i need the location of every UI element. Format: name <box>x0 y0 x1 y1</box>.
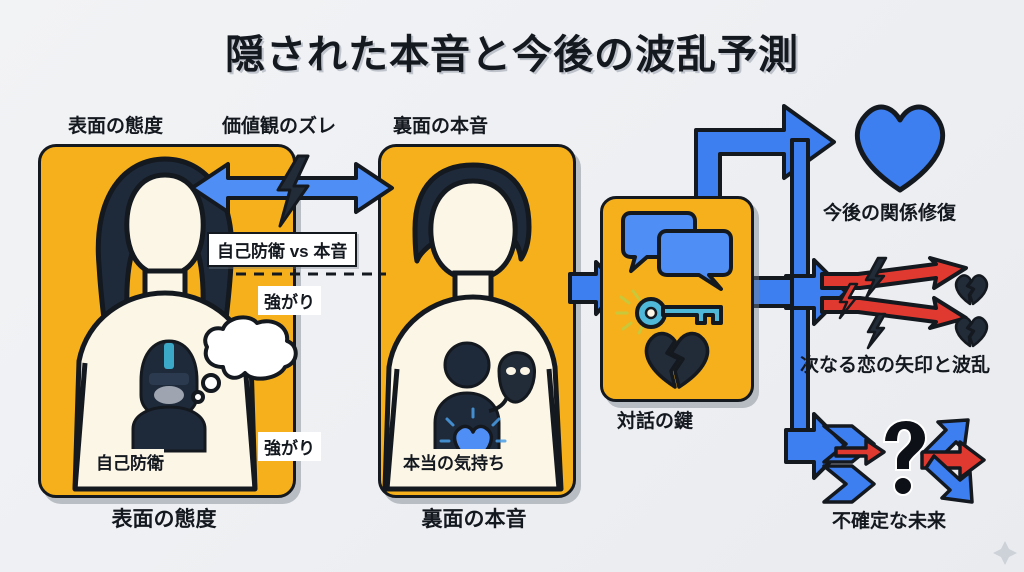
double-headed-arrow-with-lightning <box>186 154 398 228</box>
outcome-label-next-love: 次なる恋の矢印と波乱 <box>800 355 991 376</box>
speech-bubble-icon <box>617 211 737 291</box>
left-persona-panel: 自己防衛 <box>38 144 298 498</box>
left-panel-inner-label: 自己防衛 <box>96 449 164 474</box>
thought-bubble-icon <box>191 311 303 411</box>
crossed-red-arrows-icon <box>818 256 968 350</box>
dialogue-key-card <box>600 196 754 402</box>
guarded-person-icon <box>117 333 221 453</box>
bravado-lower-label: 強がり <box>258 432 321 461</box>
caption-surface-attitude: 表面の態度 <box>68 116 164 137</box>
blue-heart-icon <box>845 100 955 194</box>
corner-watermark <box>992 540 1018 566</box>
right-panel-bottom-caption: 裏面の本音 <box>421 508 527 531</box>
center-card-caption: 対話の鍵 <box>617 411 694 432</box>
broken-heart-icon <box>635 327 721 391</box>
left-panel-bottom-caption: 表面の態度 <box>111 508 217 531</box>
page-title: 隠された本音と今後の波乱予測 <box>225 33 799 77</box>
outcome-label-reconciliation: 今後の関係修復 <box>823 203 957 224</box>
broken-heart-pair-icon <box>950 272 994 350</box>
dashed-divider <box>236 272 386 276</box>
key-icon <box>615 287 729 335</box>
conflict-chip: 自己防衛 vs 本音 <box>207 232 358 267</box>
caption-value-gap: 価値観のズレ <box>222 116 337 137</box>
right-panel-inner-label: 本当の気持ち <box>403 449 505 474</box>
question-mark-arrows-icon <box>822 418 990 504</box>
caption-true-feelings: 裏面の本音 <box>393 116 489 137</box>
right-persona-panel: 本当の気持ち <box>378 144 576 498</box>
outcome-label-uncertain-future: 不確定な未来 <box>832 511 947 532</box>
bravado-upper-label: 強がり <box>258 286 321 315</box>
